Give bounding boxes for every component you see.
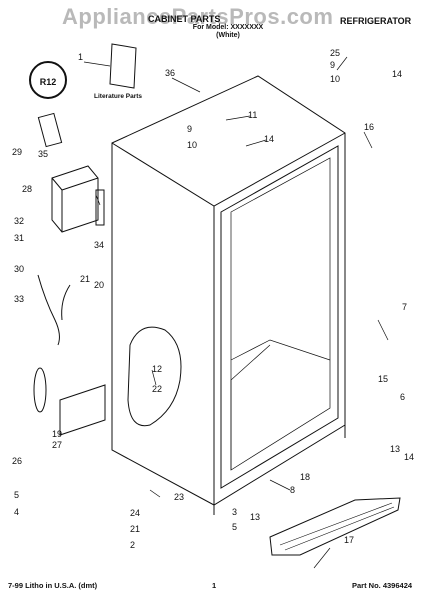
callout-22: 22 bbox=[152, 384, 162, 394]
wiring-33 bbox=[37, 274, 71, 346]
callout-28: 28 bbox=[22, 184, 32, 194]
coil-part bbox=[33, 367, 47, 413]
side-cutout bbox=[127, 326, 182, 427]
callout-1: 1 bbox=[78, 52, 83, 62]
part-28-housing bbox=[51, 165, 99, 233]
callout-20: 20 bbox=[94, 280, 104, 290]
part-34 bbox=[95, 189, 105, 226]
callout-36: 36 bbox=[165, 68, 175, 78]
callout-35: 35 bbox=[38, 149, 48, 159]
grille-part bbox=[269, 497, 401, 556]
watermark-text: AppliancePartsPros.com bbox=[62, 4, 334, 29]
literature-label: Literature Parts bbox=[94, 93, 143, 100]
callout-6: 6 bbox=[400, 392, 405, 402]
callout-5: 5 bbox=[232, 522, 237, 532]
callout-26: 26 bbox=[12, 456, 22, 466]
callout-5: 5 bbox=[14, 490, 19, 500]
callout-21: 21 bbox=[80, 274, 90, 284]
callout-30: 30 bbox=[14, 264, 24, 274]
callout-16: 16 bbox=[364, 122, 374, 132]
callout-10: 10 bbox=[187, 140, 197, 150]
callout-7: 7 bbox=[402, 302, 407, 312]
callout-25: 25 bbox=[330, 48, 340, 58]
r12-badge bbox=[29, 61, 67, 99]
callout-14: 14 bbox=[404, 452, 414, 462]
callout-9: 9 bbox=[187, 124, 192, 134]
callout-34: 34 bbox=[94, 240, 104, 250]
callout-33: 33 bbox=[14, 294, 24, 304]
callout-10: 10 bbox=[330, 74, 340, 84]
callout-19: 19 bbox=[52, 429, 62, 439]
callout-9: 9 bbox=[330, 60, 335, 70]
callout-24: 24 bbox=[130, 508, 140, 518]
footer-part-no: Part No. 4396424 bbox=[352, 581, 413, 590]
cabinet-opening bbox=[220, 145, 339, 489]
callout-32: 32 bbox=[14, 216, 24, 226]
callout-8: 8 bbox=[290, 485, 295, 495]
callout-29: 29 bbox=[12, 147, 22, 157]
callout-17: 17 bbox=[344, 535, 354, 545]
control-box bbox=[59, 384, 106, 436]
callout-31: 31 bbox=[14, 233, 24, 243]
callout-23: 23 bbox=[174, 492, 184, 502]
callout-4: 4 bbox=[14, 507, 19, 517]
section-title: CABINET PARTS bbox=[148, 14, 221, 24]
callout-21: 21 bbox=[130, 524, 140, 534]
model-subtitle: For Model: XXXXXXX (White) bbox=[188, 24, 268, 40]
part-29 bbox=[37, 112, 63, 148]
footer-page: 1 bbox=[212, 581, 217, 590]
model-line: For Model: XXXXXXX bbox=[192, 24, 264, 31]
callout-11: 11 bbox=[248, 110, 257, 120]
callout-27: 27 bbox=[52, 440, 62, 450]
callout-13: 13 bbox=[390, 444, 400, 454]
callout-3: 3 bbox=[232, 507, 237, 517]
callout-13: 13 bbox=[250, 512, 260, 522]
r12-badge-text: R12 bbox=[40, 77, 57, 87]
color-note: (White) bbox=[216, 32, 240, 39]
callout-15: 15 bbox=[378, 374, 388, 384]
literature-part bbox=[109, 43, 137, 89]
callout-18: 18 bbox=[300, 472, 310, 482]
footer-litho: 7-99 Litho in U.S.A. (dmt) bbox=[8, 581, 98, 590]
cabinet-front-edge bbox=[111, 132, 346, 207]
callout-12: 12 bbox=[152, 364, 162, 374]
category-label: REFRIGERATOR bbox=[340, 16, 412, 26]
callout-14: 14 bbox=[392, 69, 402, 79]
cabinet-shell bbox=[111, 75, 346, 506]
callout-14: 14 bbox=[264, 134, 274, 144]
callout-2: 2 bbox=[130, 540, 135, 550]
